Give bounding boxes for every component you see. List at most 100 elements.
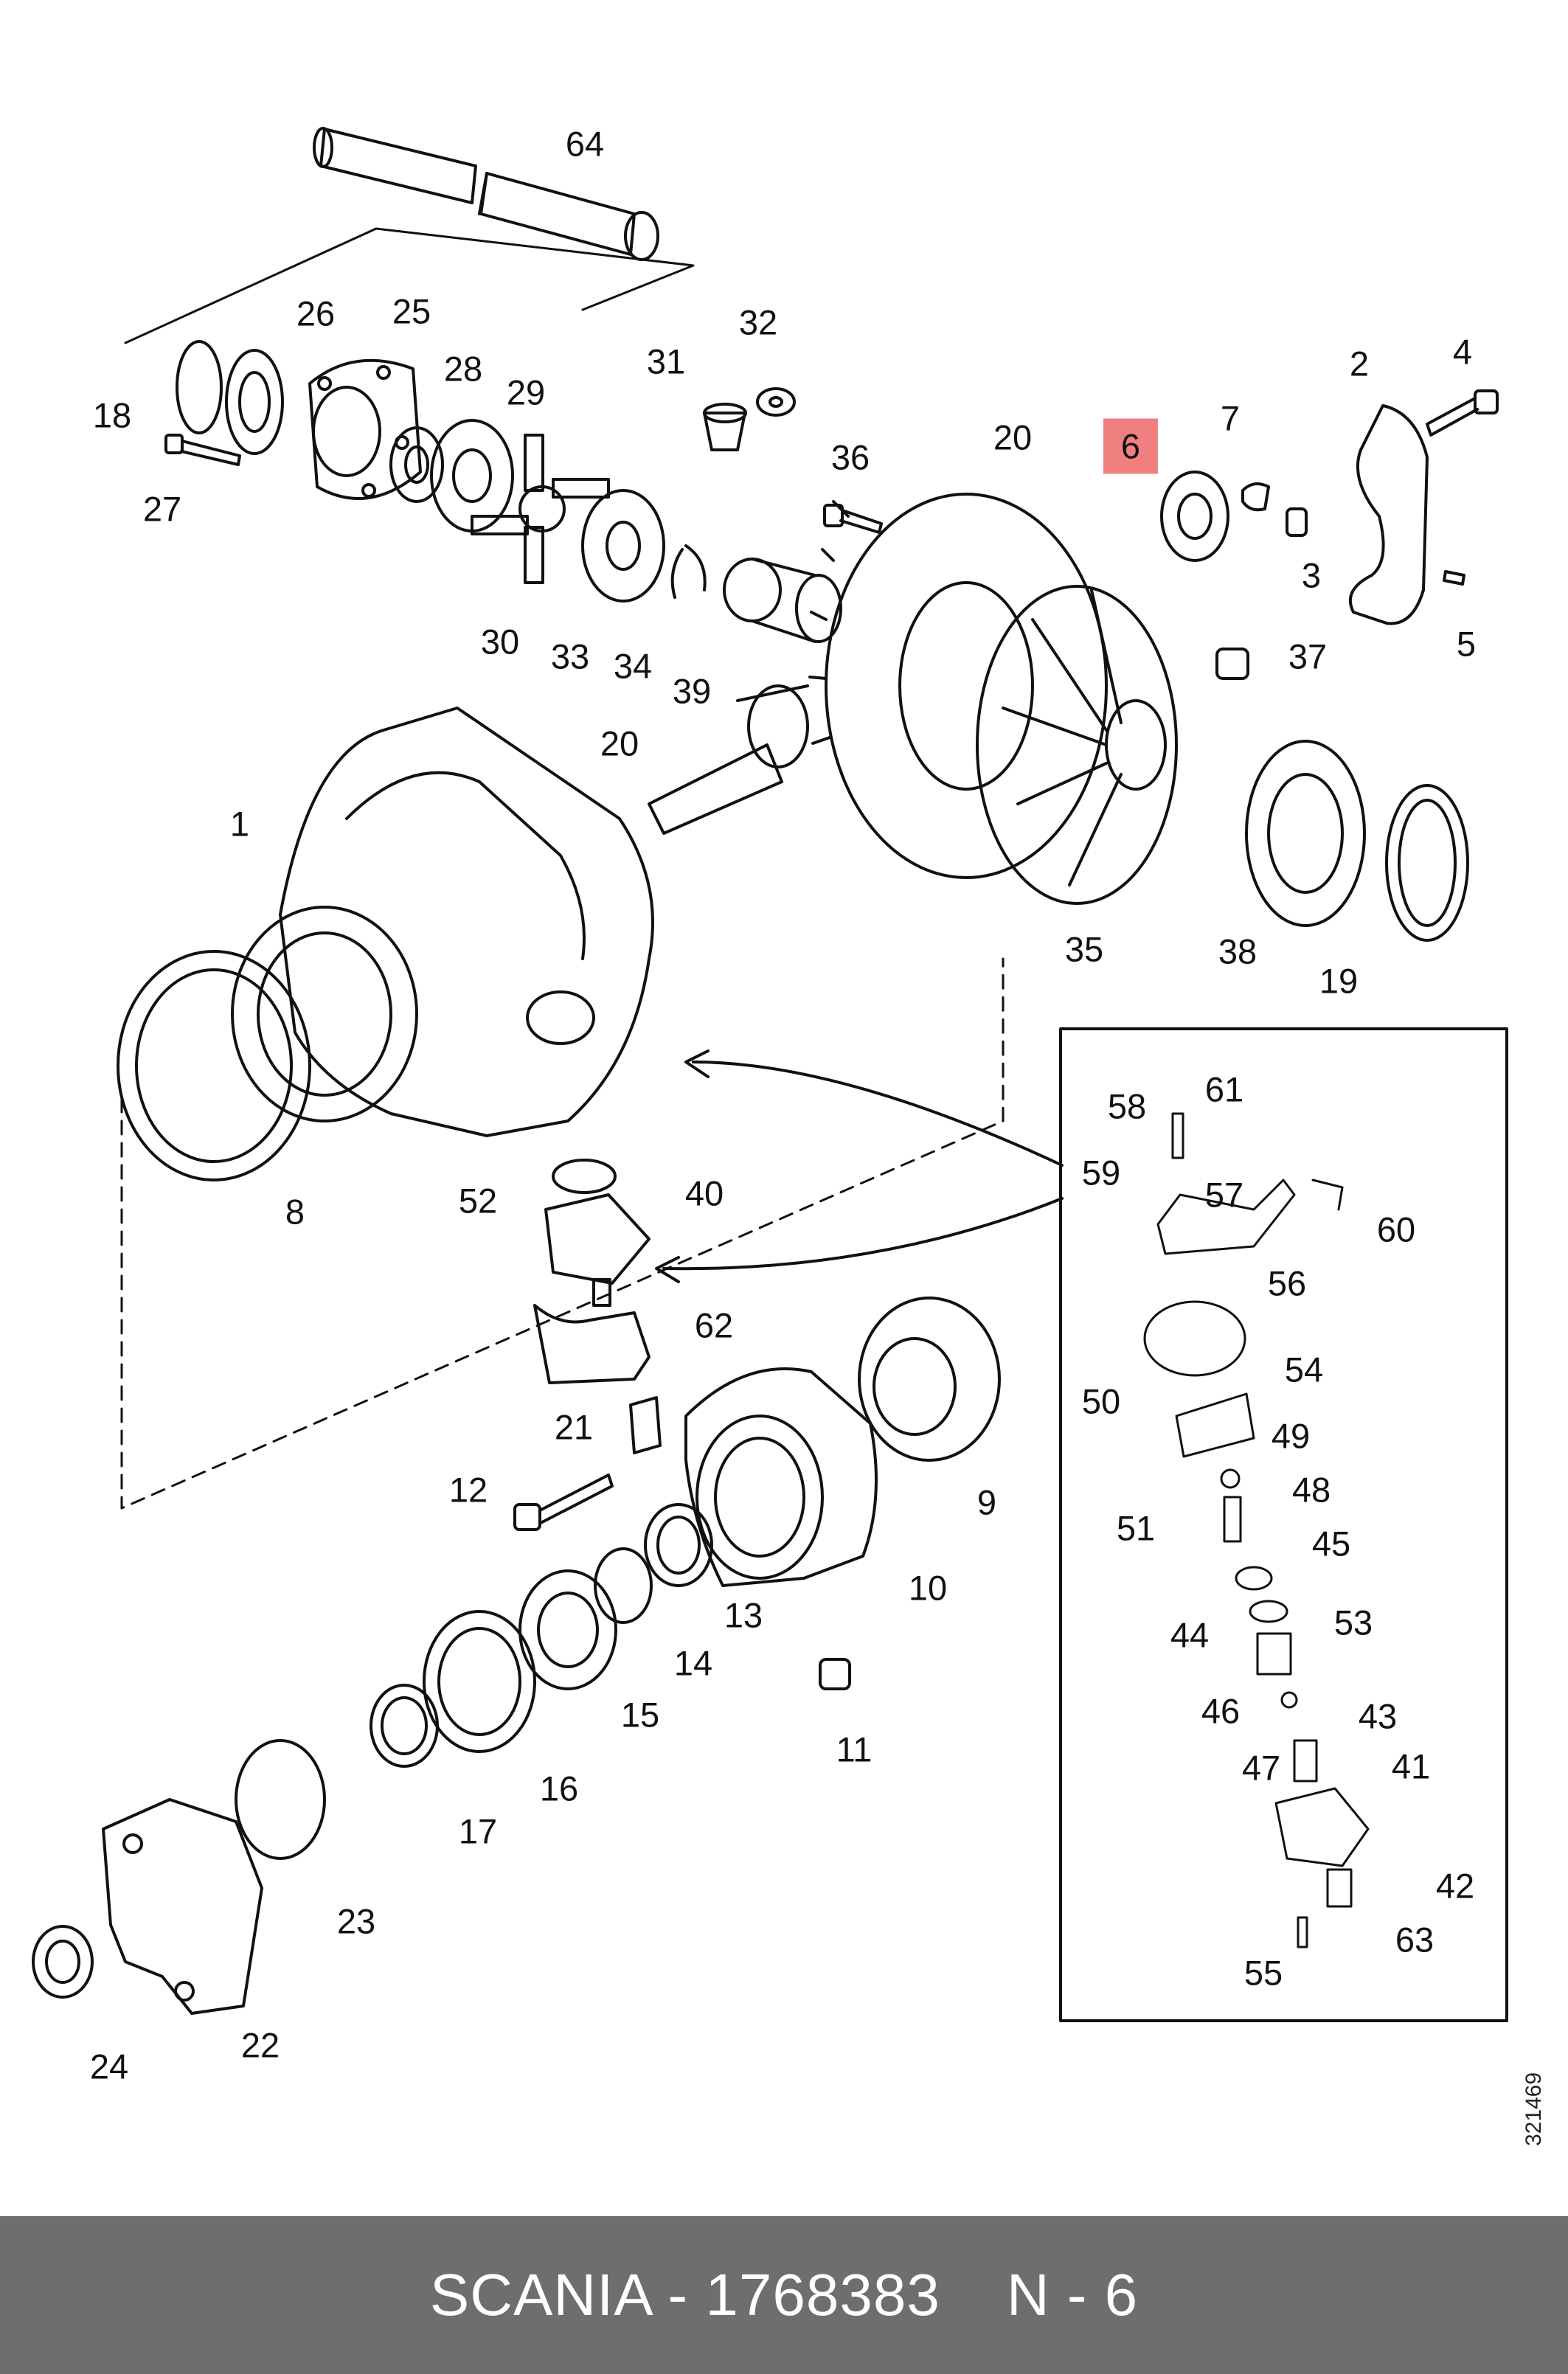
bearing-cap-drawing: [1349, 404, 1429, 625]
callout-32: 32: [738, 302, 778, 342]
callout-60: 60: [1376, 1209, 1416, 1249]
axle-shaft-drawing: [313, 127, 659, 261]
callout-8: 8: [285, 1192, 305, 1232]
callout-52: 52: [458, 1181, 498, 1221]
bearing-38-drawing: [1245, 740, 1366, 927]
bolt-4-drawing: [1426, 389, 1499, 437]
callout-6: 6: [1103, 418, 1159, 474]
plug-11-drawing: [819, 1658, 851, 1690]
callout-15: 15: [620, 1695, 660, 1735]
callout-45: 45: [1311, 1524, 1351, 1563]
callout-16: 16: [539, 1769, 579, 1808]
washer-32-drawing: [756, 387, 796, 417]
callout-33: 33: [550, 636, 590, 676]
bearing-15-drawing: [518, 1569, 617, 1690]
callout-9: 9: [976, 1482, 997, 1522]
bearing-9-drawing: [858, 1297, 1001, 1462]
seal-24-drawing: [32, 1925, 94, 1999]
dashed-guide-left: [120, 957, 1005, 1510]
gear-ring-drawing: [1385, 784, 1469, 942]
crown-wheel-drawing: [808, 493, 1108, 879]
side-bearing-drawing: [176, 340, 284, 455]
snap-ring-drawing: [670, 544, 707, 599]
side-gear-33-drawing: [581, 489, 665, 603]
callout-55: 55: [1243, 1953, 1283, 1993]
callout-17: 17: [458, 1811, 498, 1851]
clip-7-drawing: [1241, 482, 1270, 512]
pinion-housing-drawing: [684, 1367, 878, 1587]
callout-22: 22: [240, 2025, 280, 2065]
callout-37: 37: [1288, 636, 1328, 676]
callout-38: 38: [1218, 931, 1257, 971]
callout-63: 63: [1395, 1920, 1435, 1960]
callout-11: 11: [836, 1729, 873, 1769]
bearing-6-drawing: [1160, 471, 1229, 562]
callout-25: 25: [392, 291, 431, 331]
side-gear-drawing: [430, 419, 514, 532]
callout-62: 62: [694, 1305, 734, 1345]
callout-54: 54: [1284, 1350, 1324, 1389]
callout-48: 48: [1291, 1470, 1331, 1510]
plate-21-drawing: [629, 1396, 662, 1454]
nut-37-drawing: [1215, 648, 1249, 680]
bolt-27-drawing: [164, 434, 241, 466]
seal-17-drawing: [370, 1684, 439, 1768]
callout-58: 58: [1107, 1086, 1147, 1126]
callout-41: 41: [1391, 1746, 1431, 1786]
bolt-36-drawing: [823, 504, 883, 534]
spider-cross-drawing: [471, 434, 610, 584]
callout-59: 59: [1081, 1153, 1121, 1193]
callout-7: 7: [1220, 398, 1241, 438]
footer-reference: N - 6: [1006, 2262, 1139, 2328]
callout-13: 13: [724, 1595, 763, 1635]
callout-5: 5: [1456, 624, 1477, 664]
callout-61: 61: [1204, 1069, 1244, 1109]
axle-housing-drawing: [231, 707, 654, 1137]
callout-56: 56: [1267, 1263, 1307, 1303]
callout-35: 35: [1064, 929, 1104, 969]
footer-brand-part: SCANIA - 1768383: [429, 2262, 940, 2328]
differential-case-drawing: [308, 358, 422, 500]
callout-53: 53: [1333, 1603, 1373, 1642]
callout-4: 4: [1452, 332, 1473, 372]
arrow-to-lock-unit: [662, 1197, 1064, 1271]
callout-24: 24: [89, 2047, 129, 2086]
callout-47: 47: [1241, 1748, 1281, 1788]
actuator-detail-drawing: [1143, 1112, 1370, 1948]
diff-lock-unit-drawing: [533, 1159, 651, 1384]
callout-31: 31: [646, 341, 686, 381]
callout-29: 29: [506, 372, 546, 412]
callout-1: 1: [229, 804, 250, 844]
seal-23-drawing: [235, 1739, 326, 1860]
callout-20-crown: 20: [993, 417, 1033, 457]
callout-44: 44: [1170, 1615, 1210, 1655]
callout-23: 23: [336, 1901, 376, 1941]
pinion-gear-31-drawing: [703, 403, 747, 451]
callout-51: 51: [1116, 1508, 1156, 1548]
gasket-drawing: [117, 950, 311, 1181]
ring-13-drawing: [644, 1503, 713, 1587]
flange-yoke-drawing: [102, 1798, 263, 2015]
callout-40: 40: [684, 1173, 724, 1213]
seal-16-drawing: [423, 1610, 536, 1753]
callout-10: 10: [908, 1568, 948, 1608]
callout-19: 19: [1319, 961, 1359, 1001]
footer-text: SCANIA - 1768383 N - 6: [0, 2216, 1568, 2374]
callout-12: 12: [448, 1470, 488, 1510]
callout-46: 46: [1201, 1691, 1241, 1731]
callout-36: 36: [830, 437, 870, 477]
ring-14-drawing: [594, 1547, 653, 1624]
callout-18: 18: [92, 395, 132, 435]
bolt-12-drawing: [513, 1474, 614, 1531]
callout-20-pinion: 20: [600, 723, 639, 763]
callout-2: 2: [1349, 344, 1370, 383]
pinion-shaft-drawing: [648, 684, 809, 835]
diff-housing-flange-drawing: [976, 585, 1178, 905]
callout-30: 30: [480, 622, 520, 662]
callout-39: 39: [672, 671, 712, 711]
callout-34: 34: [613, 646, 653, 686]
screw-5-drawing: [1443, 570, 1465, 586]
differential-group-outline: [124, 227, 695, 344]
callout-14: 14: [673, 1643, 713, 1683]
